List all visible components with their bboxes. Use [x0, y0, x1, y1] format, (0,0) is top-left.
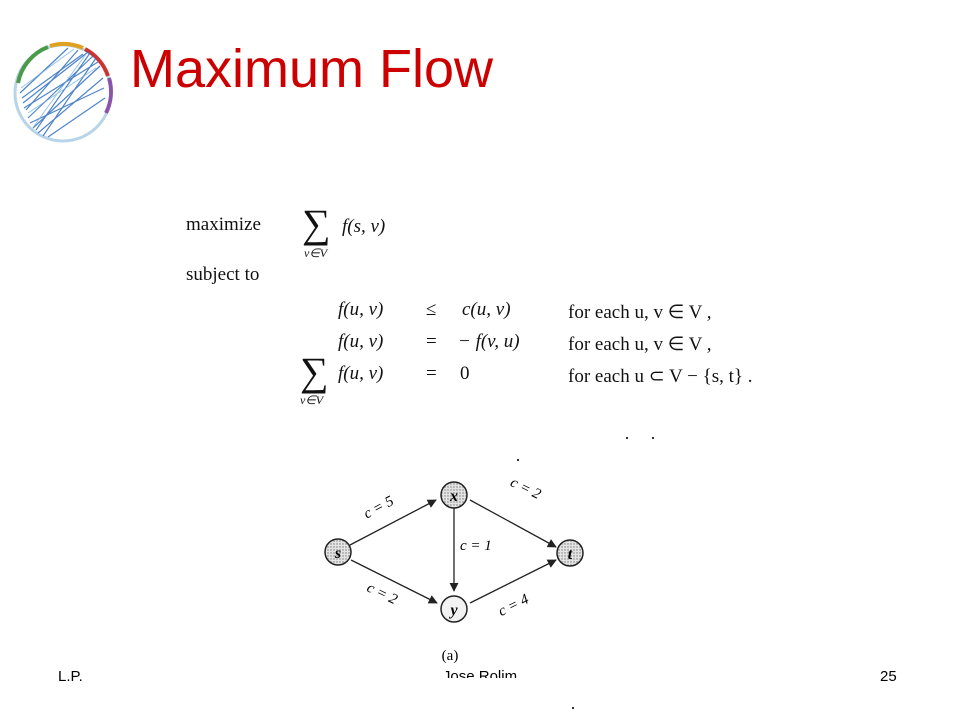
slide-number: 25 [880, 668, 897, 685]
constraint-2-condition: for each u, v ∈ V , [568, 334, 712, 355]
node-y: y [440, 595, 468, 623]
scan-speck [572, 707, 574, 709]
node-x-label: x [449, 488, 458, 505]
constraint-1-condition: for each u, v ∈ V , [568, 302, 712, 323]
constraint-1-lhs: f(u, v) [338, 299, 384, 320]
node-t: t [556, 539, 584, 567]
scan-speck [652, 437, 654, 439]
scan-speck [626, 437, 628, 439]
objective-keyword: maximize [186, 214, 261, 235]
edge-s-y-label: c = 2 [364, 580, 400, 609]
node-s: s [324, 538, 352, 566]
constraint-3-lhs: f(u, v) [338, 363, 384, 384]
node-s-label: s [334, 545, 341, 562]
sum-symbol: ∑ [302, 201, 331, 246]
constraints-keyword: subject to [186, 264, 260, 285]
node-t-label: t [568, 546, 573, 563]
flow-network-diagram: s x y t c = 5 c = 2 c = 1 c = 2 c = 4 (a… [324, 475, 584, 664]
lp-formulation: maximize ∑ v∈V f(s, v) subject to f(u, v… [182, 200, 822, 420]
constraint-3-op: = [426, 363, 437, 384]
slide-title: Maximum Flow [130, 39, 494, 99]
constraint-2-lhs: f(u, v) [338, 331, 384, 352]
objective-sum-index: v∈V [304, 246, 328, 260]
constraint-1-op: ≤ [426, 299, 437, 320]
edge-y-t [469, 559, 557, 604]
edge-s-x-label: c = 5 [361, 493, 397, 522]
edge-x-y-label: c = 1 [460, 538, 492, 554]
footer-left: L.P. [58, 668, 83, 685]
footer-center: Jose Rolim [442, 668, 518, 685]
constraint-1-rhs: c(u, v) [462, 299, 511, 320]
constraint-2-op: = [426, 331, 437, 352]
scan-speck [517, 459, 519, 461]
constraint-3-condition: for each u ⊂ V − {s, t} . [568, 366, 753, 387]
edge-x-t-label: c = 2 [508, 475, 544, 504]
edge-s-y [350, 559, 438, 604]
sum-symbol: ∑ [300, 349, 329, 394]
constraint-2-rhs: − f(v, u) [458, 331, 520, 352]
diagram-caption: (a) [442, 648, 459, 664]
constraint-3-rhs: 0 [460, 363, 470, 384]
constraint-3-sum-index: v∈V [300, 393, 324, 407]
node-y-label: y [448, 602, 458, 619]
node-x: x [440, 481, 468, 509]
logo-graphic [13, 42, 113, 143]
edge-y-t-label: c = 4 [496, 591, 532, 620]
edge-s-x [349, 499, 437, 546]
edge-x-t [469, 499, 557, 548]
objective-expression: f(s, v) [342, 216, 386, 237]
